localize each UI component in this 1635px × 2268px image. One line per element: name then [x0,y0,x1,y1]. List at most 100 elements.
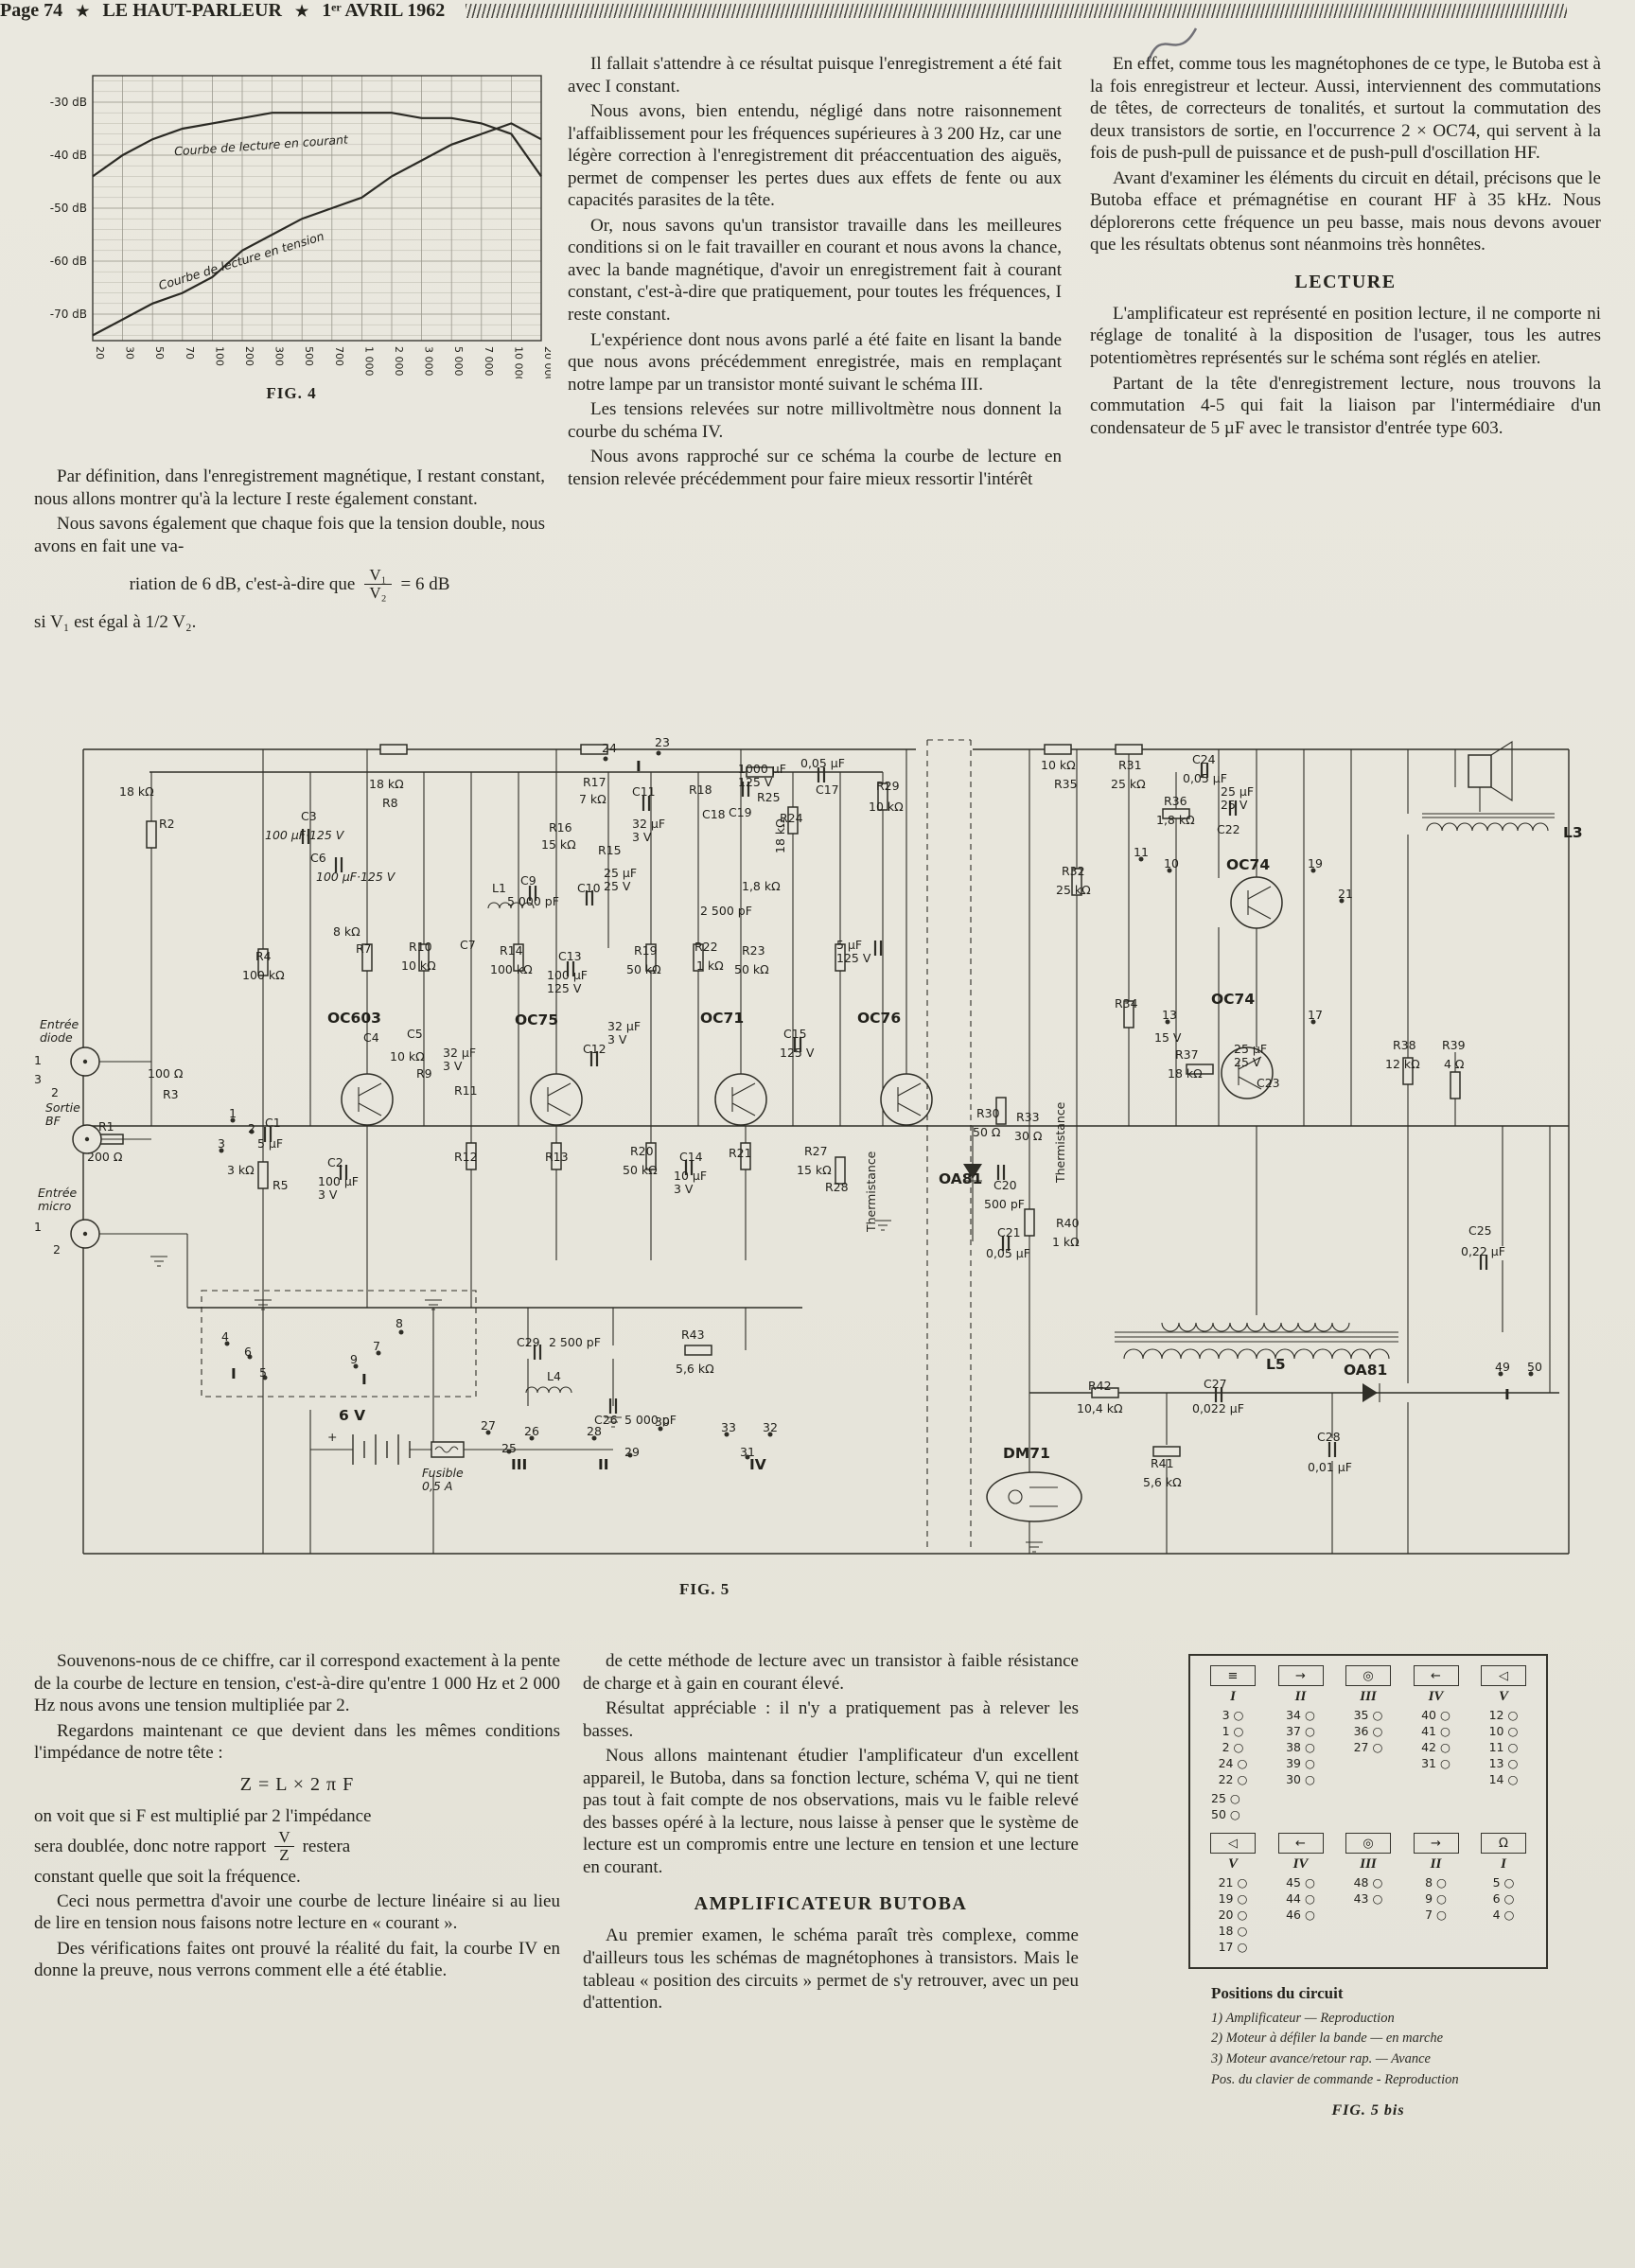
extra-pins: 25 ○50 ○ [1211,1791,1538,1823]
x-tick-label: 1 000 [362,346,375,377]
pin: 21 ○ [1218,1875,1248,1890]
schematic-label: 25 kΩ [1111,777,1146,791]
schematic-label: C15 [783,1027,807,1041]
paragraph: Par définition, dans l'enregistrement ma… [34,466,545,509]
schematic-label: L4 [547,1369,561,1383]
schematic-label: II [598,1456,609,1473]
speaker-icon: ◁ [1210,1833,1256,1855]
column-3: En effet, comme tous les magnétophones d… [1090,53,1601,442]
paragraph: Or, nous savons qu'un transistor travail… [568,215,1062,325]
position-line: 2) Moteur à défiler la bande — en marche [1211,2031,1444,2047]
schematic-label: C24 [1192,752,1216,766]
schematic-label: L1 [492,881,506,895]
schematic-label: C6 [310,851,326,865]
schematic-label: Thermistance [1053,1101,1067,1183]
schematic-label: R9 [416,1066,432,1081]
schematic-label: Entrée diode [40,1017,79,1045]
schematic-label: 100 µF·125 V [316,870,396,884]
schematic-label: III [511,1456,528,1473]
pin: 34 ○ [1286,1708,1315,1722]
schematic-label: DM71 [1003,1445,1050,1462]
pin: 2 ○ [1222,1739,1244,1754]
schematic-label: 1000 µF 125 V [738,762,786,789]
schematic-label: R16 [549,820,572,835]
schematic-label: R37 [1175,1047,1199,1062]
paragraph: Nous allons maintenant étudier l'amplifi… [583,1746,1079,1877]
schematic-label: 27 [481,1418,496,1433]
schematic-label: R11 [454,1083,478,1098]
schematic-label: 15 V [1154,1030,1182,1045]
y-tick-label: -70 dB [50,308,87,321]
pin: 1 ○ [1222,1723,1244,1738]
x-tick-label: 5 000 [452,346,465,377]
pin: 12 ○ [1488,1708,1519,1722]
formula-ratio: sera doublée, donc notre rapport V Z res… [34,1829,560,1864]
paragraph: Partant de la tête d'enregistrement lect… [1090,373,1601,438]
schematic-label: 2 [248,1121,255,1135]
schematic-label: R41 [1151,1456,1174,1470]
pin: 24 ○ [1218,1755,1248,1770]
figure-5bis-caption: FIG. 5 bis [1331,2101,1405,2119]
schematic-label: R22 [694,940,718,954]
schematic-label: OC71 [700,1010,745,1027]
x-tick-label: 50 [153,346,166,360]
decorative-squiggle [466,4,1567,18]
schematic-label: 32 µF 3 V [443,1046,477,1073]
schematic-label: 49 [1495,1360,1510,1374]
pin: 31 ○ [1421,1755,1450,1770]
schematic-label: R18 [689,782,712,797]
schematic-label: R25 [757,790,781,804]
motor-icon: ◎ [1345,1665,1391,1686]
schematic-label: L5 [1266,1356,1286,1373]
schematic-label: IV [749,1456,766,1473]
schematic-label: 28 [587,1424,602,1438]
schematic-label: R29 [876,779,900,793]
schematic-label: 33 [721,1420,736,1434]
x-tick-label: 7 000 [483,346,495,377]
schematic-label: 5 000 pF [624,1413,677,1427]
schematic-label: 125 V [780,1046,815,1060]
fraction-numerator: V [278,1828,290,1847]
page-number: Page 74 [0,0,63,21]
schematic-label: 7 [373,1339,380,1353]
schematic-label: 200 Ω [87,1150,123,1164]
fraction: V₁ V₂ [364,567,392,602]
paragraph: Avant d'examiner les éléments du circuit… [1090,167,1601,255]
schematic-label: R28 [825,1180,849,1194]
column-2: Il fallait s'attendre à ce résultat puis… [568,53,1062,493]
schematic-label: Thermistance [864,1151,878,1232]
bottom-column-2: de cette méthode de lecture avec un tran… [583,1650,1079,2017]
schematic-label: I [636,758,642,775]
schematic-label: 25 µF 25 V [1234,1042,1268,1069]
schematic-label: C12 [583,1042,607,1056]
schematic-label: Fusible 0,5 A [422,1466,464,1493]
schematic-label: R38 [1393,1038,1416,1052]
paragraph: Résultat appréciable : il n'y a pratique… [583,1698,1079,1741]
star-icon: ★ [294,3,309,20]
x-tick-label: 100 [213,346,225,366]
schematic-label: 0,05 µF [800,756,845,770]
schematic-label: C10 [577,881,601,895]
schematic-label: 5 [259,1365,267,1380]
pin: 37 ○ [1286,1723,1315,1738]
schematic-label: 0,05 µF [1183,771,1227,785]
schematic-label: 2 500 pF [700,904,752,918]
bank-label: III [1360,1689,1377,1704]
schematic-label: C4 [363,1030,379,1045]
schematic-label: R4 [255,949,272,963]
schematic-label: 31 [740,1445,755,1459]
pin: 25 ○ [1211,1791,1240,1806]
schematic-label: R33 [1016,1110,1040,1124]
pin: 45 ○ [1286,1875,1315,1890]
schematic-label: C17 [816,782,839,797]
bank-label: III [1360,1856,1377,1872]
schematic-label: 8 [396,1316,403,1330]
schematic-label: 1,8 kΩ [742,879,781,893]
section-heading-amplificateur: AMPLIFICATEUR BUTOBA [694,1893,968,1915]
schematic-label: R1 [98,1119,114,1134]
schematic-label: 29 [624,1445,640,1459]
